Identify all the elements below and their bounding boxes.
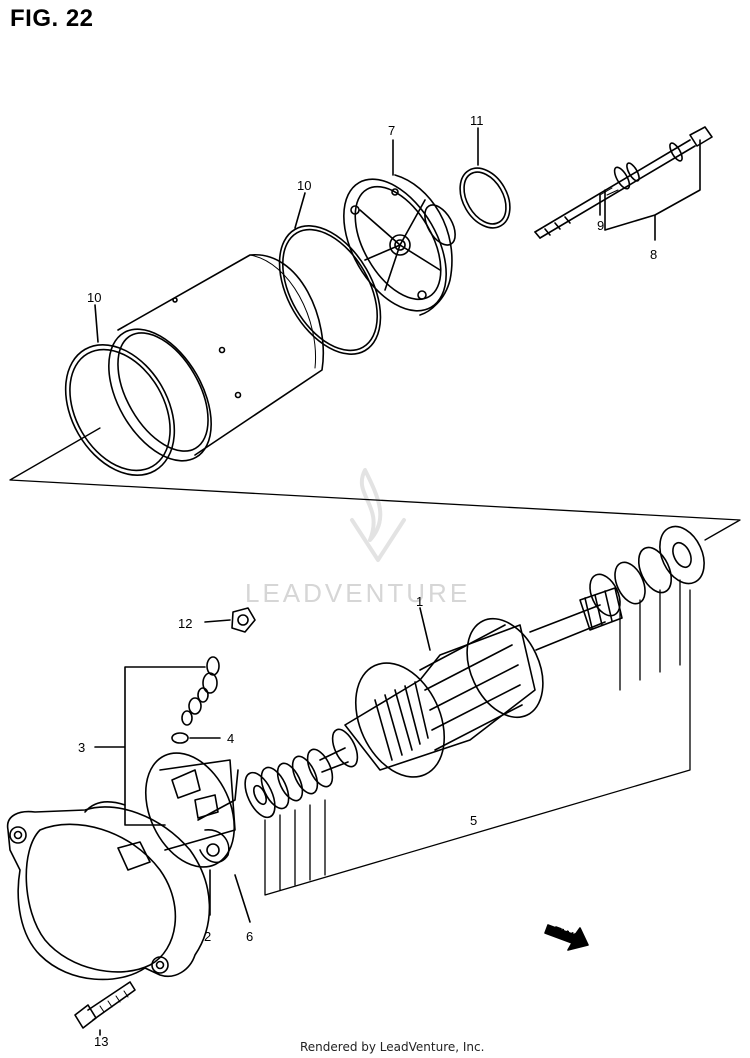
leader-part-3 [94, 666, 206, 826]
leader-part-1 [419, 607, 431, 651]
callout-13: 13 [94, 1034, 108, 1049]
mounting-bolt [74, 981, 136, 1029]
armature [319, 587, 623, 778]
callout-10: 10 [297, 178, 311, 193]
leader-part-6 [234, 874, 251, 923]
thrust-washer-set-right [589, 525, 705, 617]
starter-yoke [108, 254, 324, 462]
callout-5: 5 [470, 813, 477, 828]
callout-9: 9 [597, 218, 604, 233]
leader-part-5 [264, 579, 691, 896]
callout-11: 11 [470, 113, 484, 128]
thrust-washer-set-left [244, 748, 334, 819]
callout-7: 7 [388, 123, 395, 138]
watermark-wordmark: LEADVENTURE [245, 578, 471, 608]
callout-3: 3 [78, 740, 85, 755]
figure-title: FIG. 22 [10, 5, 94, 32]
front-cover [343, 174, 456, 316]
o-ring-left [64, 344, 176, 476]
brush-holder-plate [144, 752, 239, 868]
leader-part-10-left [94, 304, 99, 343]
forward-direction-arrow [544, 924, 589, 951]
callout-10: 10 [87, 290, 101, 305]
through-bolt [534, 126, 713, 239]
leader-part-10-right [294, 192, 306, 229]
watermark-logo [350, 468, 406, 562]
fwd-label: FWD [551, 923, 584, 947]
brush-set-parts [171, 656, 220, 744]
o-ring-right [278, 225, 382, 355]
o-ring-small [459, 167, 511, 229]
callout-1: 1 [416, 594, 423, 609]
callout-2: 2 [204, 929, 211, 944]
leader-part-12 [204, 619, 231, 623]
rendered-by-footer: Rendered by LeadVenture, Inc. [300, 1040, 485, 1054]
callout-6: 6 [246, 929, 253, 944]
callout-12: 12 [178, 616, 192, 631]
callout-4: 4 [227, 731, 234, 746]
callout-8: 8 [650, 247, 657, 262]
terminal-nut [231, 607, 256, 633]
rear-cover [6, 801, 211, 981]
leader-part-8 [604, 139, 701, 241]
callout-labels: 1 2 3 4 5 6 7 8 9 10 10 11 12 13 FWD [78, 113, 657, 1049]
